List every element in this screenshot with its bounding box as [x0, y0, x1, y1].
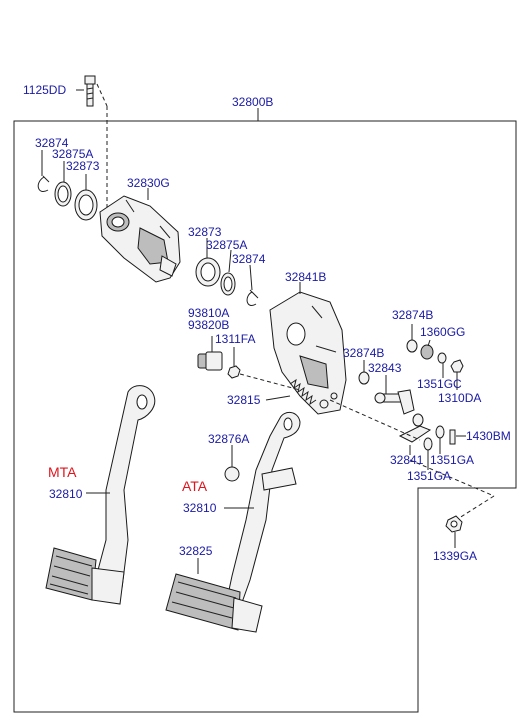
label-32815: 32815: [227, 393, 261, 407]
clip-mid-icon: [246, 289, 259, 306]
label-ata: ATA: [182, 478, 208, 494]
label-32841b: 32841B: [285, 270, 327, 284]
label-32830g: 32830G: [127, 176, 170, 190]
label-32874-left: 32874: [35, 136, 69, 150]
label-1311fa: 1311FA: [215, 332, 256, 346]
pedal-ata-icon: [165, 412, 301, 633]
label-32843: 32843: [368, 361, 402, 375]
label-32876a: 32876A: [208, 432, 250, 446]
label-1339ga: 1339GA: [433, 549, 478, 563]
label-32800b: 32800B: [232, 95, 274, 109]
label-1351ga-a: 1351GA: [430, 453, 475, 467]
label-32841: 32841: [390, 453, 424, 467]
label-32873-left: 32873: [66, 159, 100, 173]
bushing-1360gg-icon: [420, 344, 434, 360]
label-1310da: 1310DA: [438, 391, 482, 405]
cover-93810a-icon: [197, 351, 223, 371]
label-32874b-right: 32874B: [392, 308, 434, 322]
bolt-1430bm-icon: [449, 429, 456, 445]
washer-left-icon: [54, 181, 72, 207]
label-32875a-left: 32875A: [52, 147, 94, 161]
spring-32815-icon: [289, 378, 317, 406]
label-1351ga-b: 1351GA: [407, 469, 452, 483]
clip-left-icon: [37, 175, 50, 192]
nut-1339ga-icon: [445, 515, 463, 533]
bushing-left-icon: [74, 189, 98, 221]
bolt-1125dd-icon: [76, 75, 96, 107]
collar-1351gc-icon: [437, 352, 447, 364]
member-32841b-icon: [269, 291, 347, 415]
nut-1310da-icon: [450, 359, 464, 373]
label-32825: 32825: [179, 544, 213, 558]
bushing-mid-icon: [195, 257, 221, 287]
label-1360gg: 1360GG: [420, 325, 466, 339]
label-32874-mid: 32874: [232, 252, 266, 266]
label-93810a: 93810A: [188, 306, 230, 320]
label-32810-ata: 32810: [183, 501, 217, 515]
bracket-32830g-icon: [99, 195, 181, 283]
label-32810-mta: 32810: [49, 487, 83, 501]
label-32873-mid: 32873: [188, 225, 222, 239]
stopper-32876a-icon: [224, 466, 240, 482]
pin-32874b-icon: [406, 339, 418, 353]
pedal-mta-icon: [45, 385, 156, 605]
nut-1311fa-icon: [227, 365, 241, 379]
label-1351gc: 1351GC: [417, 377, 462, 391]
label-1125dd: 1125DD: [23, 83, 67, 97]
label-32874b-mid: 32874B: [343, 346, 385, 360]
label-93820b: 93820B: [188, 318, 230, 332]
assembly-frame: [13, 120, 517, 713]
label-1430bm: 1430BM: [466, 429, 511, 443]
washer-mid-icon: [220, 272, 236, 296]
link-32843-icon: [374, 389, 415, 415]
label-mta: MTA: [48, 464, 77, 480]
lever-32841-icon: [398, 413, 432, 443]
label-32875a-mid: 32875A: [206, 238, 248, 252]
